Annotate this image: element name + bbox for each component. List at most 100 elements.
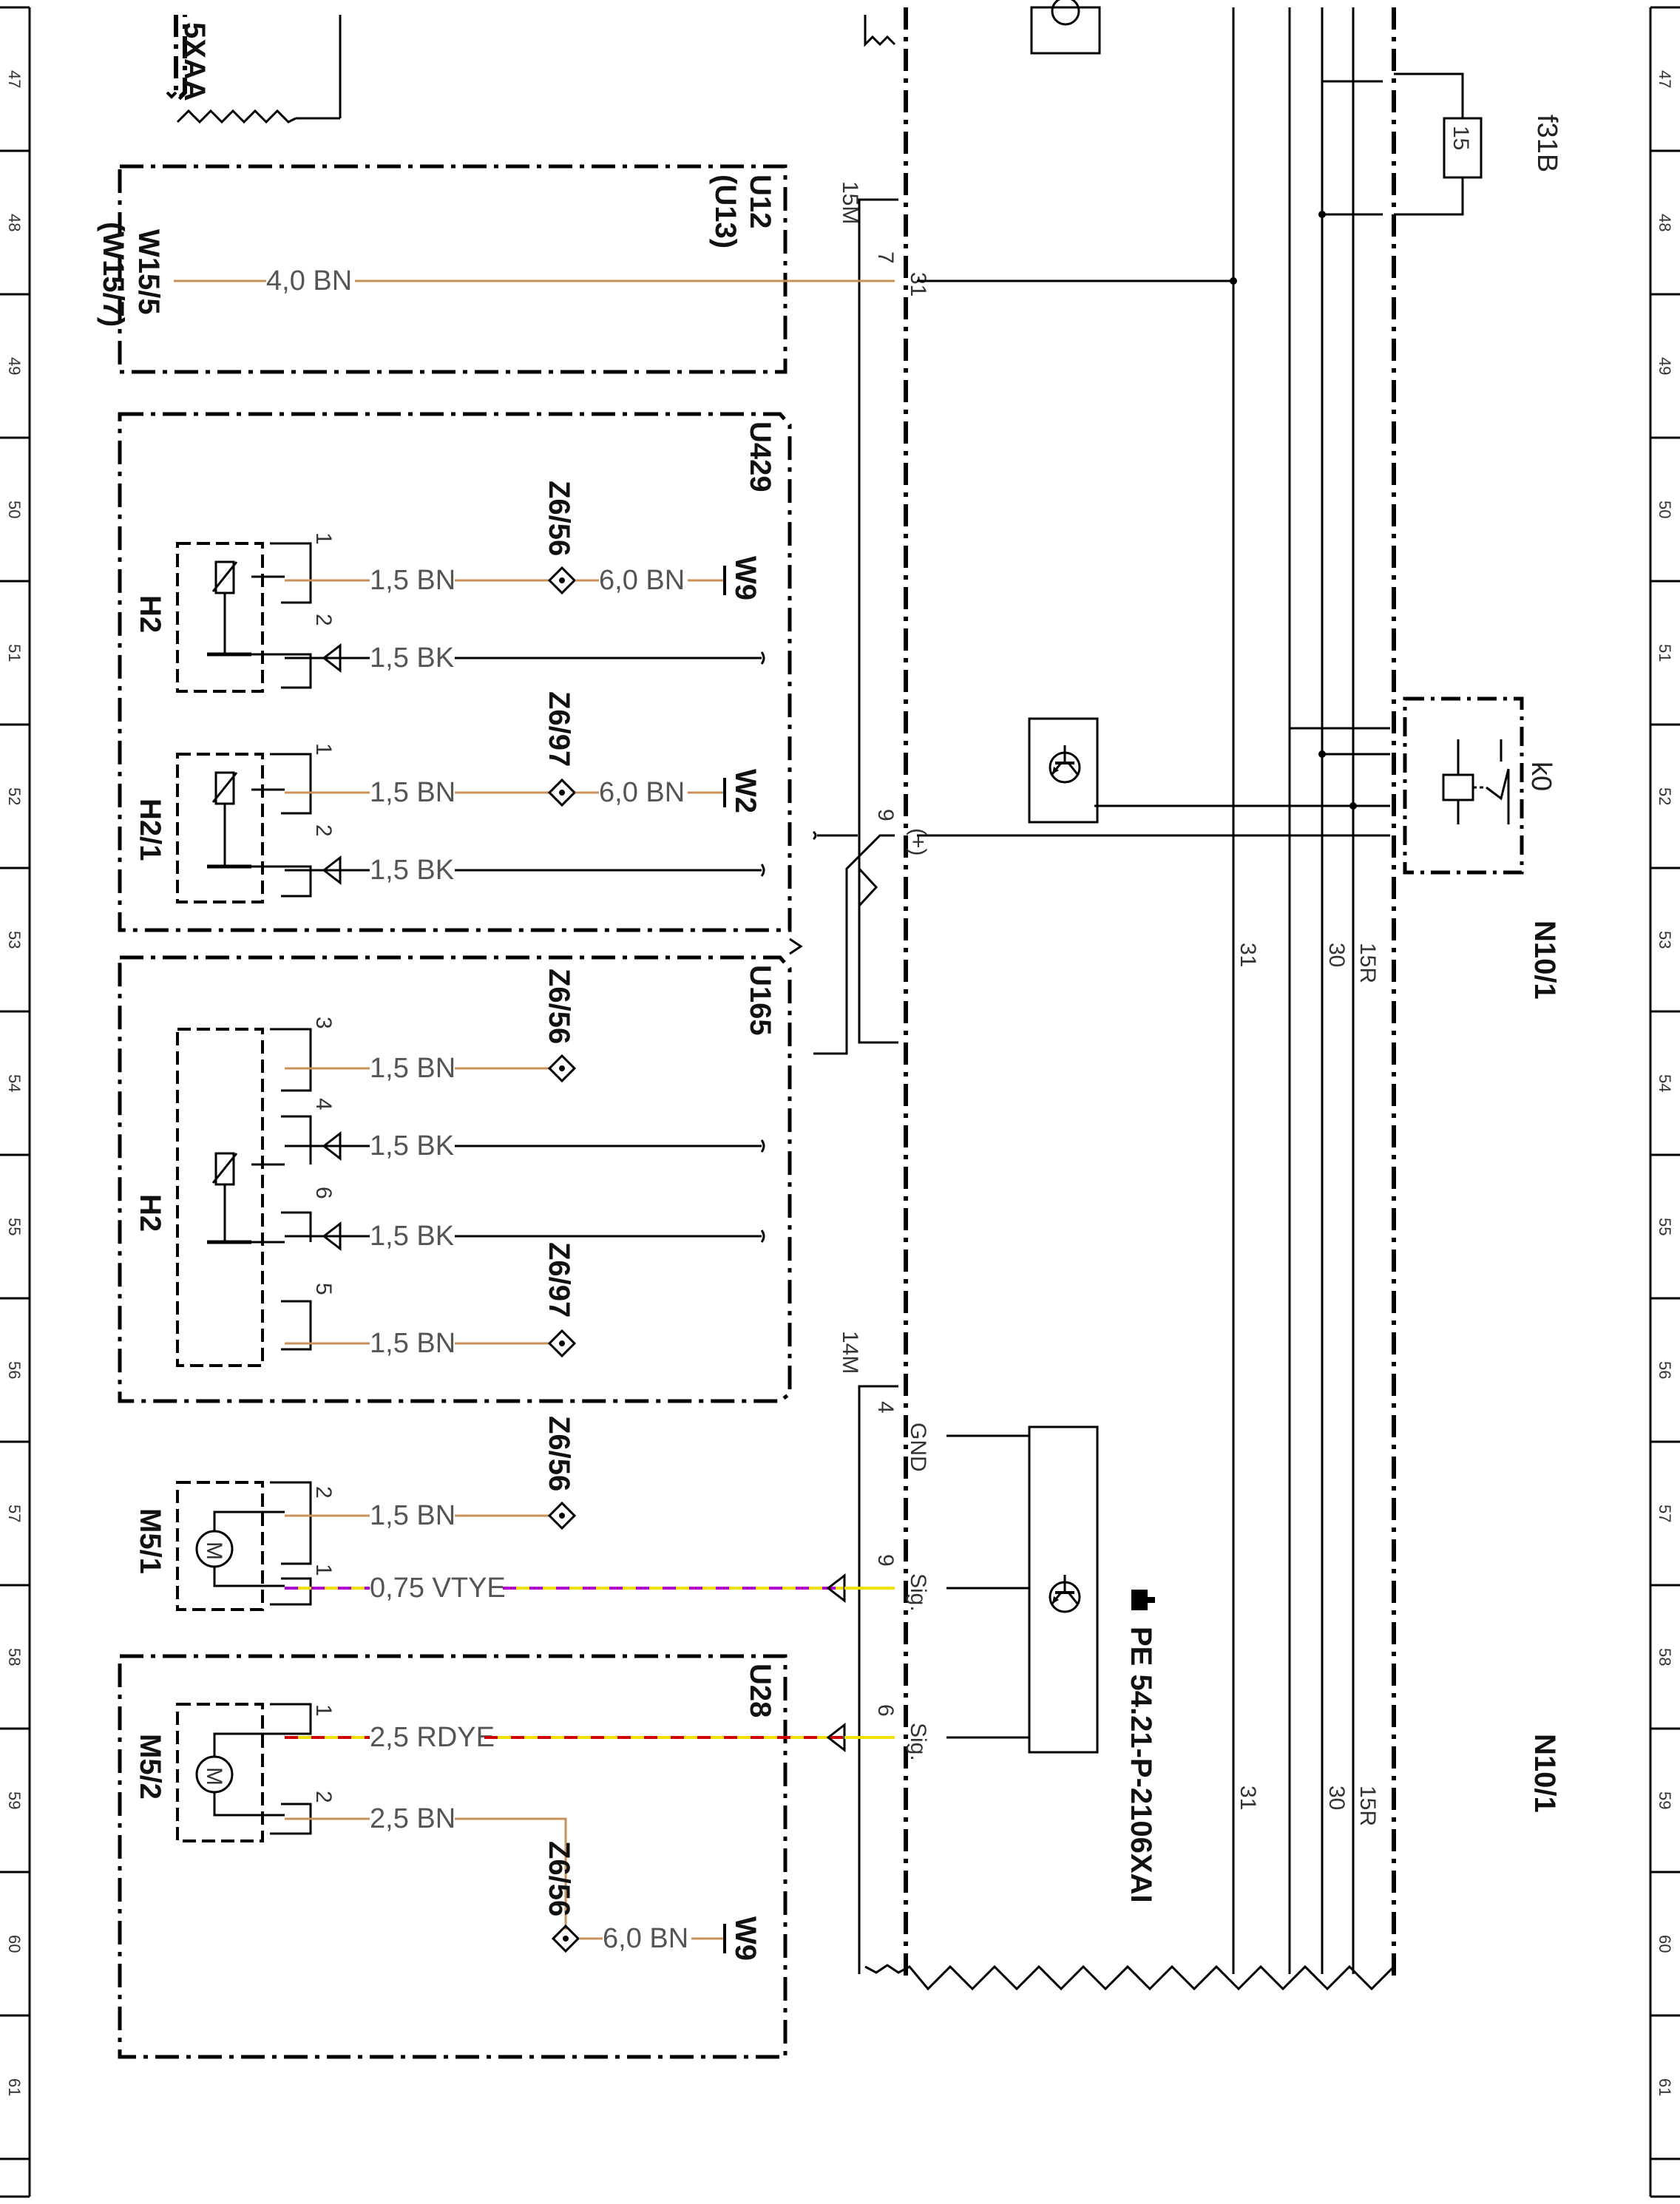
ground-w9: W9	[729, 556, 762, 600]
reference-text: PE 54.21-P-2106XAI	[1125, 1627, 1157, 1903]
ruler-number: 51	[1656, 644, 1674, 662]
splice-z6-56: Z6/56	[543, 1841, 575, 1916]
ruler-number: 56	[5, 1361, 24, 1379]
rail-15r-label: 15R	[1355, 943, 1380, 983]
relay-k0: k0	[917, 696, 1557, 875]
ruler-number: 53	[5, 931, 24, 949]
component-h2-a-name: H2	[134, 595, 166, 633]
component-w15-5: W15/5	[132, 229, 165, 315]
bottom-break	[864, 1964, 1395, 1991]
top-fragment: 5XAA	[166, 0, 1101, 124]
fuse-value: 15	[1449, 126, 1473, 150]
right-ruler	[1649, 7, 1680, 2198]
ruler-number: 52	[5, 787, 24, 805]
ruler-number: 50	[5, 501, 24, 518]
ruler-number: 55	[1656, 1218, 1674, 1235]
ruler-number: 60	[1656, 1935, 1674, 1953]
pointing-hand-icon	[1131, 1590, 1155, 1610]
module-brace	[789, 937, 803, 955]
component-m5-1-name: M5/1	[134, 1508, 166, 1574]
splice-z6-56: Z6/56	[543, 1416, 575, 1491]
transistor-icon	[1049, 744, 1081, 784]
rail-31-bottom-label: 31	[1236, 1786, 1260, 1810]
ruler-number: 51	[5, 644, 24, 662]
reference: PE 54.21-P-2106XAI	[1125, 1590, 1157, 1903]
module-u28: U28	[118, 1654, 788, 2059]
wire-label: 1,5 BK	[370, 1221, 454, 1252]
connector-pin-6: 6	[873, 1704, 898, 1717]
ruler-number: 61	[5, 2078, 24, 2096]
w15-circuit: 4,0 BN W15/5 (W15/7)	[97, 222, 895, 327]
wire-label: 6,0 BN	[603, 1923, 688, 1954]
wire-label: 1,5 BN	[370, 777, 455, 808]
component-h2-b-name: H2	[134, 1194, 166, 1232]
module-u429: U429	[118, 412, 792, 932]
top-fragment-label: 5XAA	[178, 22, 211, 101]
pin-label: 5	[311, 1283, 336, 1295]
pin-label: 2	[311, 614, 336, 626]
relay-k0-label: k0	[1525, 762, 1557, 791]
module-n10-1-top: N10/1	[1528, 920, 1561, 1000]
pin-label: 4	[311, 1098, 336, 1111]
ruler-number: 54	[1656, 1074, 1674, 1092]
ruler-number: 57	[5, 1505, 24, 1522]
wire-label: 1,5 BN	[370, 1053, 455, 1084]
ruler-number: 50	[1656, 501, 1674, 518]
component-h2-a: H2 1 2 1,5 BN Z6/56 6,0 BN W9 1,5 BK	[134, 481, 765, 693]
rails: 31 30 15R 31 30 15R	[1232, 7, 1380, 1974]
transistor-box-bottom	[946, 1425, 1099, 1754]
ruler-number: 48	[5, 214, 24, 231]
fuse-f31b: 15 f31B	[1318, 72, 1562, 218]
pin-label: 2	[311, 1791, 336, 1803]
ground-w2: W2	[729, 769, 762, 813]
connector-15m-label: 15M	[838, 181, 862, 224]
motor-symbol: M	[202, 1542, 226, 1560]
ruler-number: 58	[1656, 1648, 1674, 1666]
module-u12-alt: (U13)	[709, 174, 742, 248]
module-u165-code: U165	[744, 965, 776, 1036]
ruler-number: 60	[5, 1935, 24, 1953]
connector-pin-7: 7	[873, 251, 898, 264]
ruler-number: 49	[5, 357, 24, 375]
ruler-number: 47	[1656, 70, 1674, 88]
component-h2-1-name: H2/1	[134, 798, 166, 861]
wire-label: 1,5 BK	[370, 642, 454, 674]
component-m5-1: M M5/1 2 1 1,5 BN Z6/56 0,75 VTYE	[134, 1416, 895, 1611]
module-u12-code: U12	[744, 174, 776, 228]
ruler-number: 52	[1656, 787, 1674, 805]
connector-plus: (+)	[906, 828, 930, 856]
connector-sig-1: Sig.	[906, 1573, 930, 1612]
motor-symbol: M	[202, 1767, 226, 1786]
connector-14m-label: 14M	[838, 1331, 862, 1374]
connector-sig-2: Sig.	[906, 1723, 930, 1761]
ruler-number: 57	[1656, 1505, 1674, 1522]
ruler-number: 55	[5, 1218, 24, 1235]
pin-label: 2	[311, 824, 336, 837]
pin-label: 6	[311, 1187, 336, 1199]
ruler-number: 58	[5, 1648, 24, 1666]
pin-label: 3	[311, 1017, 336, 1029]
module-u28-code: U28	[744, 1664, 776, 1718]
connector-14m: 14M 4 GND 9 Sig. 6 Sig.	[838, 1331, 930, 1974]
left-ruler	[0, 7, 31, 2198]
wire-label-w15: 4,0 BN	[266, 265, 352, 296]
wire-label: 0,75 VTYE	[370, 1573, 506, 1604]
connector-pin-31: 31	[906, 272, 930, 296]
wire-label: 1,5 BK	[370, 855, 454, 886]
connector-pin-9b: 9	[873, 1554, 898, 1567]
wire-label: 6,0 BN	[599, 565, 685, 596]
rail-31-label: 31	[1236, 943, 1260, 967]
wire-label: 2,5 BN	[370, 1803, 455, 1834]
pin-label: 1	[311, 1564, 336, 1576]
rail-15r-bottom-label: 15R	[1355, 1786, 1380, 1826]
component-w15-7: (W15/7)	[97, 222, 129, 327]
wire-pin9-link	[813, 834, 895, 1055]
component-h2-b: H2 3 4 6 5 1,5 BN Z6/56 1,5 BK 1,5 BK 1,…	[134, 969, 765, 1367]
ruler-number: 49	[1656, 357, 1674, 375]
ruler-number: 54	[5, 1074, 24, 1092]
connector-gnd: GND	[906, 1423, 930, 1472]
rail-30-bottom-label: 30	[1324, 1786, 1349, 1810]
component-m5-2-name: M5/2	[134, 1734, 166, 1800]
